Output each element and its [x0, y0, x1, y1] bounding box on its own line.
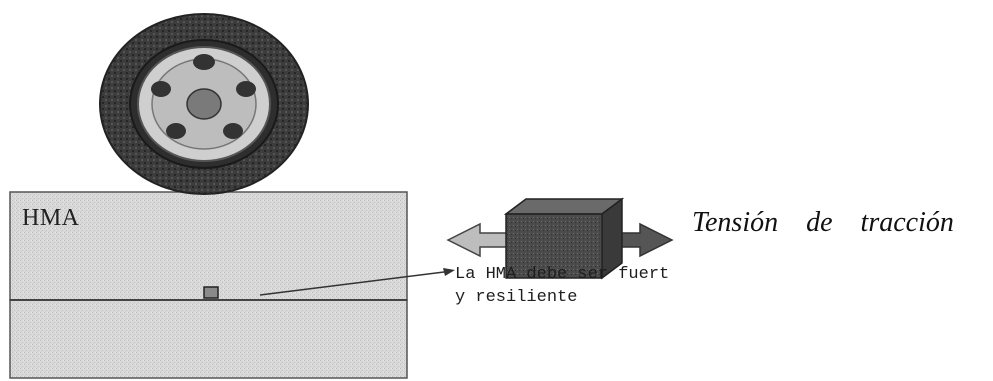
hma-bottom-layer [9, 299, 408, 379]
hma-layer-group [9, 191, 408, 379]
tension-label: Tensión de tracción [692, 207, 954, 239]
cube-icon [503, 197, 625, 280]
hma-label: HMA [22, 205, 80, 231]
hma-top-layer [9, 191, 408, 301]
tension-word-1: Tensión [692, 207, 779, 238]
caption-line-2: y resiliente [455, 288, 578, 307]
tire-icon [99, 13, 309, 195]
small-element-square [203, 286, 219, 299]
tension-word-3: tracción [860, 207, 954, 238]
caption-line-1: La HMA debe ser fuert [455, 265, 670, 284]
double-arrow-icon [446, 222, 674, 258]
tension-word-2: de [806, 207, 833, 238]
pointer-arrow [259, 268, 455, 296]
